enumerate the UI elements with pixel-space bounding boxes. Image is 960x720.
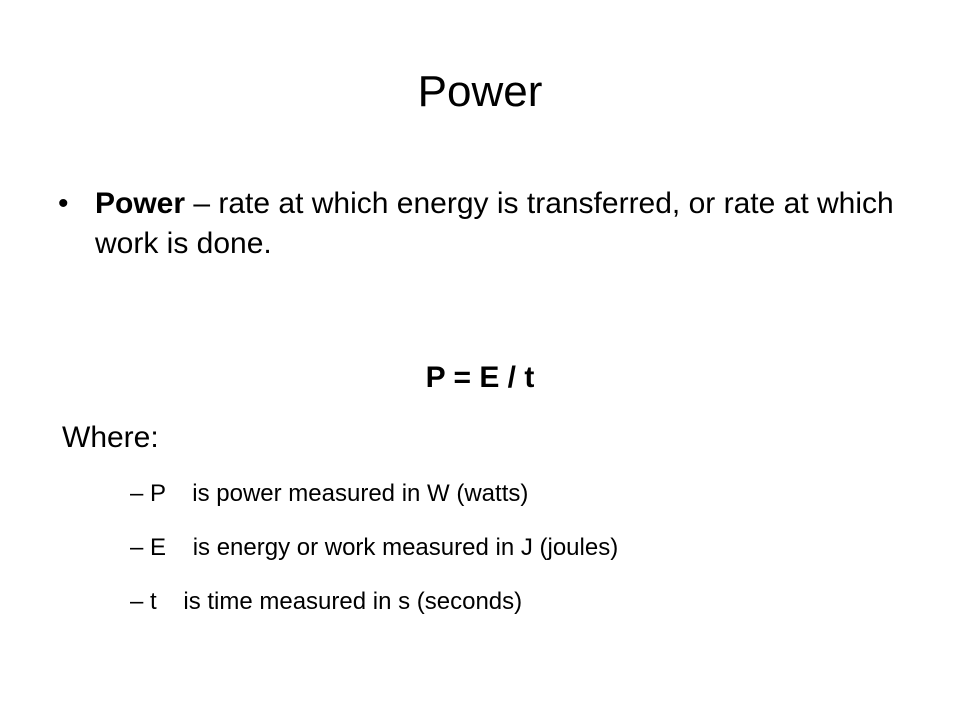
definition-term: Power xyxy=(95,187,186,220)
variable-item-e: – E is energy or work measured in J (jou… xyxy=(130,534,619,561)
variable-item-p: – P is power measured in W (watts) xyxy=(130,480,529,507)
slide-title: Power xyxy=(417,67,543,116)
where-label: Where: xyxy=(62,421,159,454)
power-formula: P = E / t xyxy=(425,361,535,394)
definition-text: Power – rate at which energy is transfer… xyxy=(95,184,915,264)
variable-item-t: – t is time measured in s (seconds) xyxy=(130,588,523,615)
bullet-dot-icon: • xyxy=(58,187,69,220)
definition-body: – rate at which energy is transferred, o… xyxy=(95,187,894,260)
